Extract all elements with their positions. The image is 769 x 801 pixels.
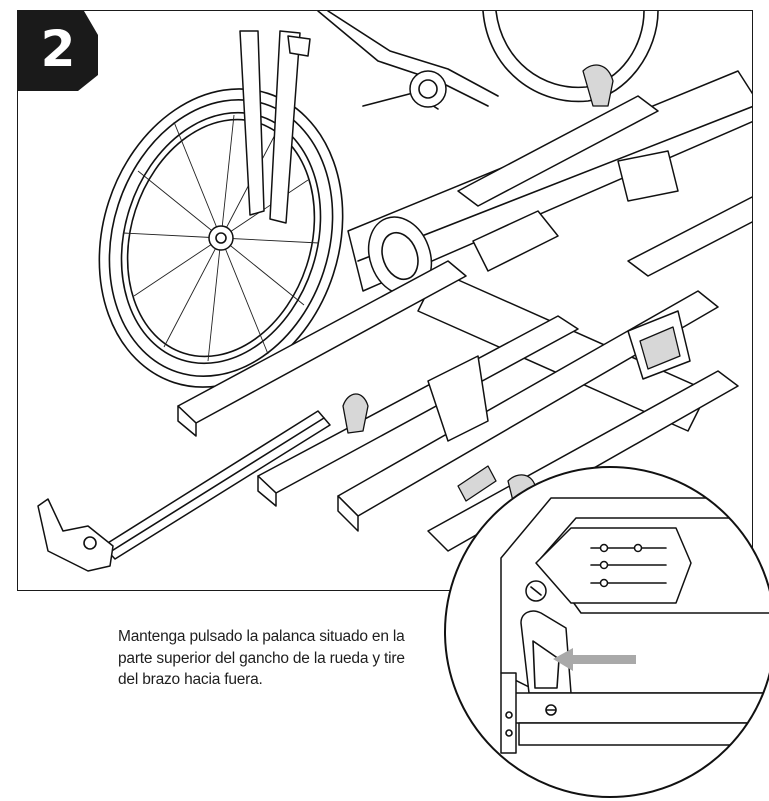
step-badge: 2 [18,11,98,91]
illustration-frame: 2 [17,10,753,591]
bike-rack-illustration [37,11,752,572]
bike-front-wheel [98,88,344,388]
bike-fork [239,11,499,224]
lever-closeup [500,497,769,754]
rack-main-bar [347,70,752,432]
wheel-hook-arm [37,410,497,572]
step-number: 2 [40,20,76,78]
detail-callout [444,466,769,798]
hexagon-badge-icon [18,11,98,91]
pull-direction-arrow-icon [553,648,636,671]
wheel-cradles [427,150,691,442]
bike-rear-wheel [482,11,659,103]
rack-trays [177,95,752,552]
instruction-text: Mantenga pulsado la palanca situado en l… [118,628,405,688]
